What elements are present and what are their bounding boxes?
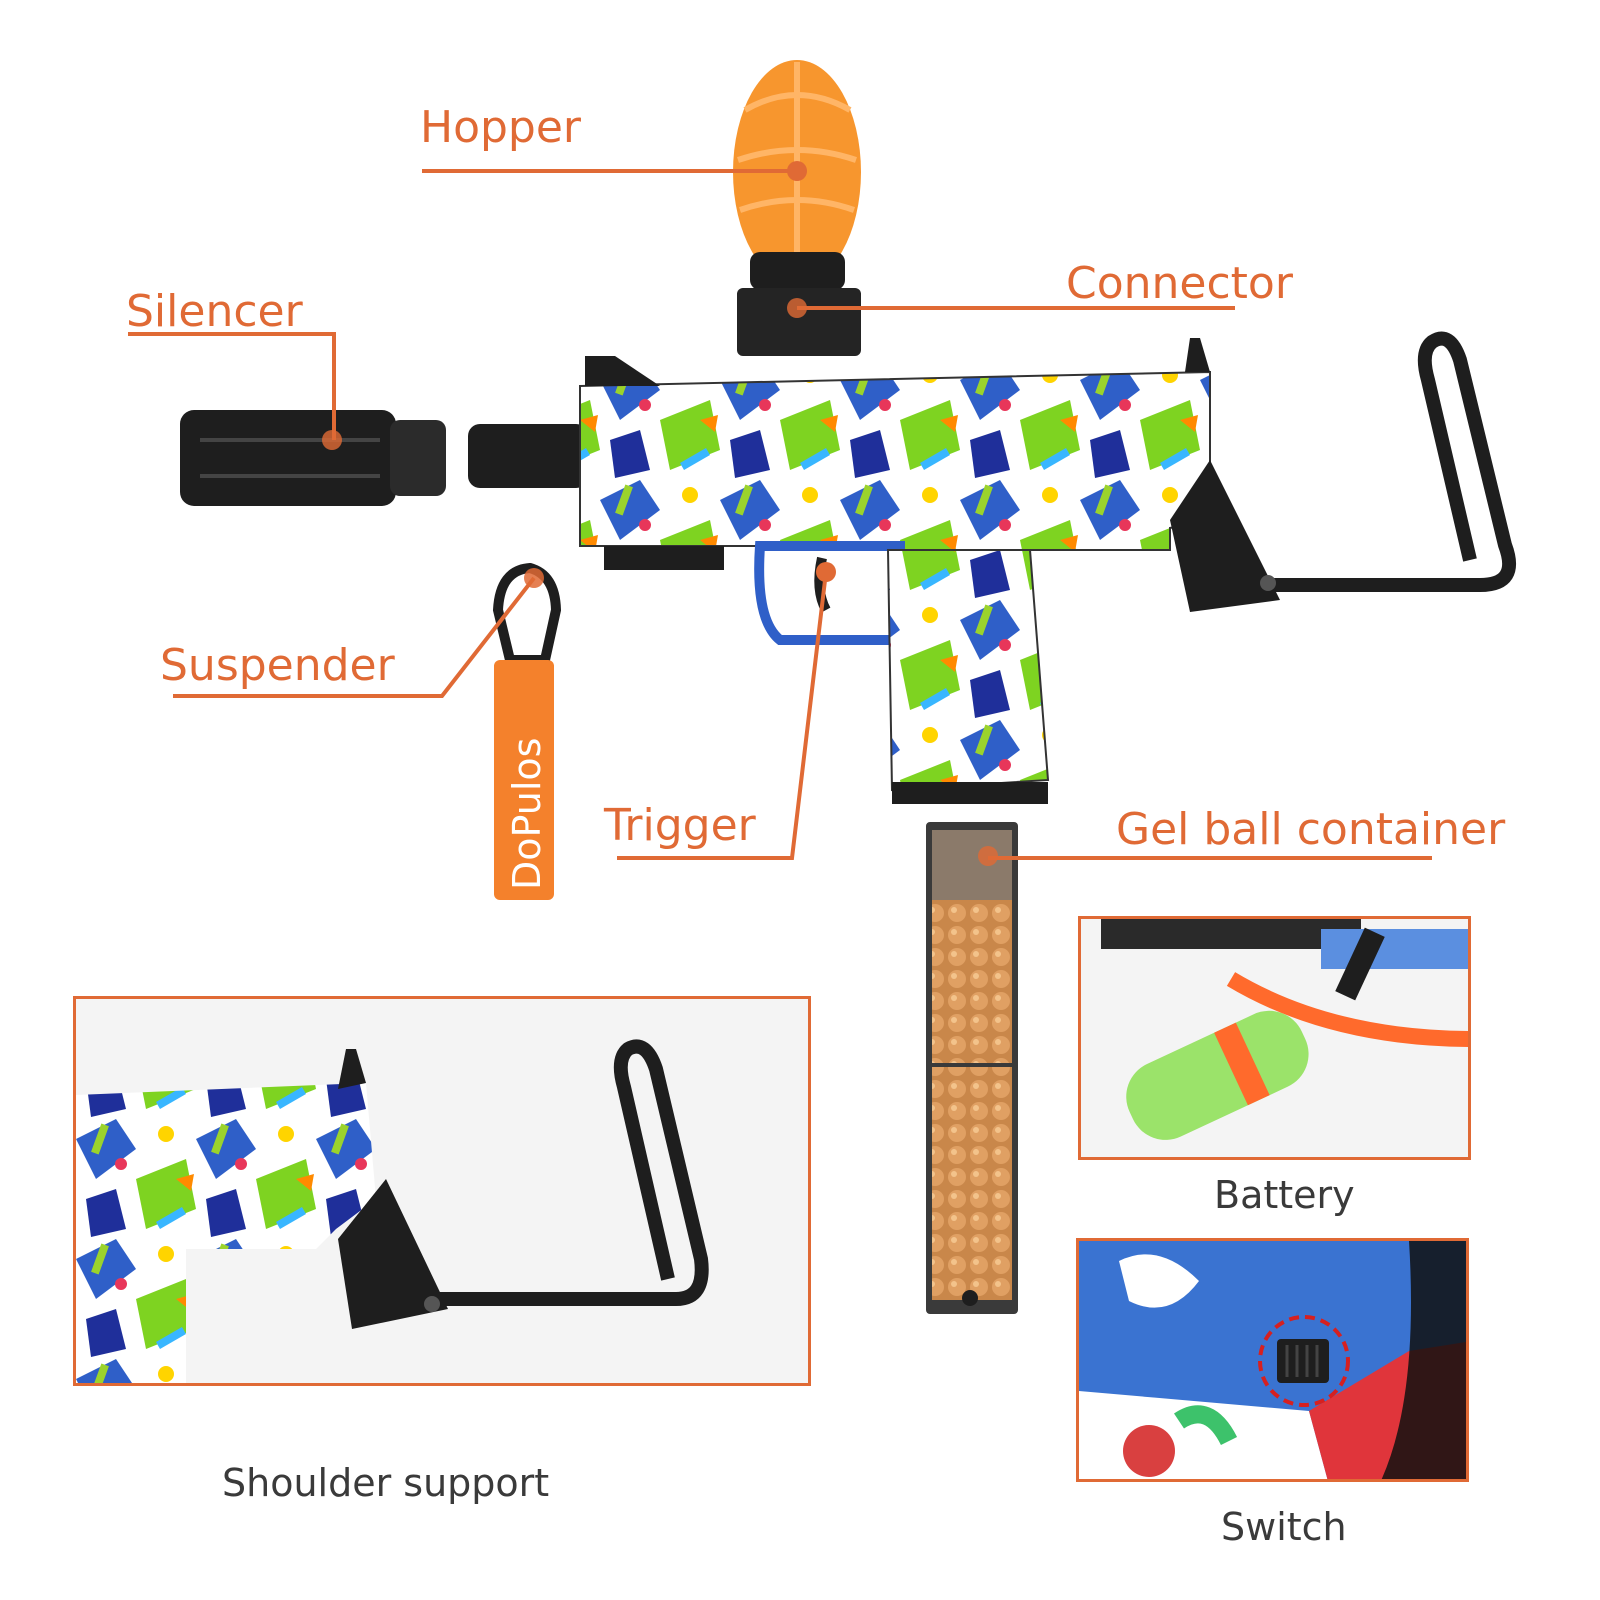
- callout-lines: [128, 169, 1432, 860]
- gel-ball-container: [926, 822, 1018, 1314]
- gun-body: [579, 338, 1211, 804]
- silencer: [180, 410, 446, 506]
- silencer-callout-line: [128, 332, 336, 440]
- hopper-label: Hopper: [420, 102, 582, 153]
- trigger-dot: [816, 562, 836, 582]
- shoulder-stock: [1170, 331, 1516, 612]
- barrel: [468, 424, 588, 488]
- gel-ball-container-label: Gel ball container: [1116, 804, 1506, 855]
- trigger-callout-line: [617, 571, 828, 860]
- hopper-dot: [787, 161, 807, 181]
- shoulder-support-image: [76, 1039, 709, 1383]
- switch-inset: [1076, 1238, 1469, 1482]
- switch-image: [1079, 1241, 1466, 1479]
- trigger-label: Trigger: [604, 800, 756, 851]
- connector-label: Connector: [1066, 258, 1293, 309]
- battery-inset: [1078, 916, 1471, 1160]
- shoulder-support-inset: [73, 996, 811, 1386]
- suspender-label: Suspender: [160, 640, 395, 691]
- battery-image: [1101, 919, 1468, 1140]
- strap-brand-text: DoPulos: [505, 738, 549, 890]
- silencer-label: Silencer: [126, 286, 303, 337]
- shoulder-support-caption: Shoulder support: [222, 1461, 550, 1505]
- suspender-strap: DoPulos: [492, 562, 562, 900]
- suspender-callout-line: [173, 576, 536, 698]
- battery-caption: Battery: [1214, 1173, 1355, 1217]
- switch-caption: Switch: [1221, 1505, 1347, 1549]
- connector: [737, 288, 861, 356]
